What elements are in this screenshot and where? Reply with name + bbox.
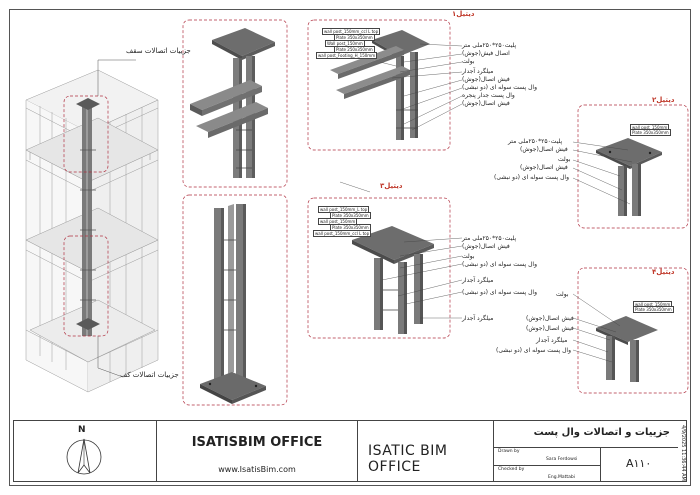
roof-connection-panel bbox=[182, 19, 288, 188]
north-arrow-icon bbox=[66, 438, 102, 475]
roof-connection-model bbox=[190, 28, 275, 178]
detail-3-title: دیتیل۳ bbox=[380, 182, 403, 190]
detail-2-title: دیتیل۲ bbox=[652, 96, 675, 104]
detail-3-callout: پلیت۲۵۰*۲۵۰ملی متر bbox=[462, 235, 517, 242]
north-arrow-cell: N bbox=[14, 421, 157, 481]
detail-4-callout: فیش اتصال(جوش) bbox=[526, 325, 574, 332]
roof-connection-label: جزییات اتصالات سقف bbox=[126, 47, 191, 55]
detail-3-panel bbox=[307, 197, 451, 339]
north-label: N bbox=[78, 425, 86, 435]
detail-2-callout: پلیت۲۵۰*۲۵۰ملی متر bbox=[508, 138, 563, 145]
detail-1-callout: اتصال فیش(جوش) bbox=[462, 50, 510, 57]
detail-3-tag: wall post_150mm_ccl L top bbox=[313, 230, 372, 237]
detail-2-tag: Plate 350x350mm bbox=[630, 129, 671, 136]
detail-3-callout: فیش اتصال(جوش) bbox=[462, 243, 510, 250]
detail-4-model bbox=[596, 316, 658, 382]
sheet-number: A۱۱۰ bbox=[626, 457, 652, 470]
detail-4-title: دیتیل۴ bbox=[652, 268, 675, 276]
detail-4-tag: Plate 350x350mm bbox=[633, 306, 674, 313]
office-name-2-cell: ISATIC BIM OFFICE bbox=[358, 421, 494, 481]
detail-2-callout: فیش اتصال(جوش) bbox=[520, 146, 568, 153]
detail-2-callout: بولت bbox=[558, 156, 571, 163]
floor-connection-model bbox=[200, 204, 266, 404]
detail-1-tag: wall post_Footing_H_150mm bbox=[316, 52, 378, 59]
detail-4-callout: فیش اتصال(جوش) bbox=[526, 315, 574, 322]
detail-4-callout: وال پست سوله ای (دو نبشی) bbox=[496, 347, 571, 354]
detail-4-callout: میلگرد آجدار bbox=[536, 337, 568, 344]
detail-1-model bbox=[330, 30, 430, 140]
project-title: جزییات و اتصالات وال پست bbox=[533, 427, 670, 438]
detail-4-callout: بولت bbox=[556, 291, 569, 298]
floor-connection-panel bbox=[182, 194, 288, 406]
detail-3-callout: بولت bbox=[462, 253, 475, 260]
detail-1-callout: فیش اتصال(جوش) bbox=[462, 100, 510, 107]
office-cell: ISATISBIM OFFICE www.IsatisBim.com bbox=[157, 421, 358, 481]
detail-1-panel bbox=[307, 19, 451, 151]
detail-3-callout: وال پست سوله ای (دو نبشی) bbox=[462, 261, 537, 268]
website-link[interactable]: www.IsatisBim.com bbox=[218, 465, 296, 474]
detail-1-callout: فیش اتصال(جوش) bbox=[462, 76, 510, 83]
detail-2-panel bbox=[577, 104, 689, 229]
detail-1-title: دیتیل۱ bbox=[452, 10, 475, 18]
floor-detail-callout-box bbox=[63, 235, 109, 337]
drawn-by-value: Sara Ferdowsi bbox=[546, 457, 578, 462]
detail-1-callout: میلگرد آجدار bbox=[462, 68, 494, 75]
detail-3-callout: میلگرد آجدار bbox=[462, 277, 494, 284]
detail-1-callout: بولت bbox=[462, 58, 475, 65]
office-name-2: ISATIC BIM OFFICE bbox=[368, 443, 448, 475]
detail-3-model bbox=[352, 226, 434, 334]
drawing-sheet bbox=[25, 19, 689, 406]
detail-3-callout: میلگرد آجدار bbox=[462, 315, 494, 322]
checked-by-value: Eng.Mattabi bbox=[548, 475, 576, 480]
checked-by-label: Checked by bbox=[498, 467, 525, 472]
detail-3-callout: وال پست سوله ای (دو نبشی) bbox=[462, 289, 537, 296]
office-name: ISATISBIM OFFICE bbox=[191, 435, 323, 450]
detail-2-callout: فیش اتصال(جوش) bbox=[520, 164, 568, 171]
detail-1-callout: وال پست سوله ای (دو نبشی) bbox=[462, 84, 537, 91]
project-info-cell: جزییات و اتصالات وال پست Drawn by Sara F… bbox=[494, 421, 678, 482]
drawn-by-label: Drawn by bbox=[498, 449, 520, 454]
floor-connection-label: جزییات اتصالات کف bbox=[120, 371, 179, 379]
roof-detail-callout-box bbox=[63, 95, 109, 173]
isometric-wall-post bbox=[76, 98, 100, 336]
drawing-border bbox=[9, 9, 691, 486]
detail-1-callout: پلیت۲۵۰*۲۵۰ملی متر bbox=[462, 42, 517, 49]
title-block: N ISATISBIM OFFICE www.IsatisBim.com ISA… bbox=[13, 420, 687, 482]
date-stamp: 4/9/2025 11:36:44 AM bbox=[680, 425, 686, 481]
callout-leader-lines bbox=[339, 39, 633, 363]
detail-1-callout: وال پست جدار پنجره bbox=[462, 92, 515, 99]
detail-2-callout: وال پست سوله ای (دو نبشی) bbox=[494, 174, 569, 181]
detail-2-model bbox=[596, 138, 662, 216]
